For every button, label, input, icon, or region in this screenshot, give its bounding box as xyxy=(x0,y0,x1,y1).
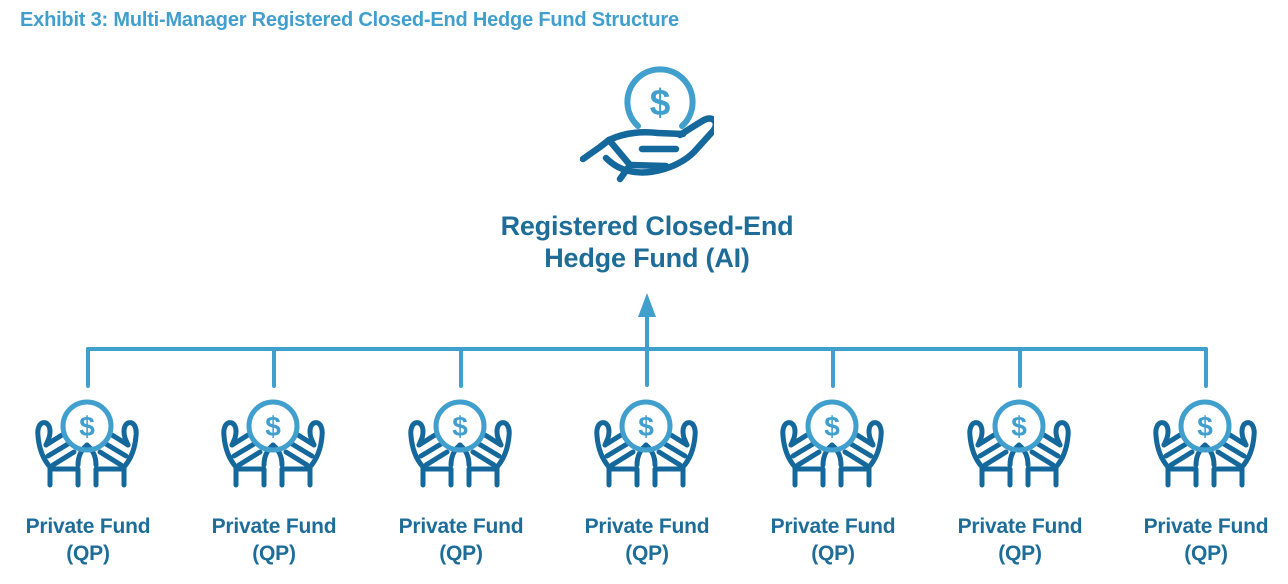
fund-qualifier-line: (QP) xyxy=(1184,542,1228,565)
hands-holding-coin-icon xyxy=(966,399,1074,489)
fund-node-7: Private Fund (QP) xyxy=(1126,399,1286,567)
fund-label: Private Fund (QP) xyxy=(567,513,727,567)
fund-name-line: Private Fund xyxy=(211,515,337,538)
fund-qualifier-line: (QP) xyxy=(439,542,483,565)
coin-in-hand-icon: $ xyxy=(580,66,714,183)
top-node-label-line2: Hedge Fund (AI) xyxy=(544,243,750,273)
hand-outline xyxy=(580,115,714,183)
fund-node-2: Private Fund (QP) xyxy=(194,399,354,567)
hands-holding-coin-icon xyxy=(407,399,515,489)
top-node-label-line1: Registered Closed-End xyxy=(500,211,794,241)
hands-holding-coin-icon xyxy=(1152,399,1260,489)
fund-name-line: Private Fund xyxy=(957,515,1083,538)
fund-qualifier-line: (QP) xyxy=(811,542,855,565)
fund-name-line: Private Fund xyxy=(25,515,151,538)
hands-holding-coin-icon xyxy=(593,399,701,489)
fund-qualifier-line: (QP) xyxy=(998,542,1042,565)
fund-node-4: Private Fund (QP) xyxy=(567,399,727,567)
fund-node-3: Private Fund (QP) xyxy=(381,399,541,567)
fund-label: Private Fund (QP) xyxy=(1126,513,1286,567)
fund-label: Private Fund (QP) xyxy=(753,513,913,567)
coin-circle xyxy=(624,66,696,129)
fund-node-1: Private Fund (QP) xyxy=(8,399,168,567)
fund-qualifier-line: (QP) xyxy=(66,542,110,565)
fund-label: Private Fund (QP) xyxy=(8,513,168,567)
exhibit-title: Exhibit 3: Multi-Manager Registered Clos… xyxy=(20,9,679,31)
hands-holding-coin-icon xyxy=(220,399,328,489)
fund-name-line: Private Fund xyxy=(1143,515,1269,538)
hands-holding-coin-icon xyxy=(34,399,142,489)
fund-node-6: Private Fund (QP) xyxy=(940,399,1100,567)
fund-name-line: Private Fund xyxy=(584,515,710,538)
fund-node-5: Private Fund (QP) xyxy=(753,399,913,567)
fund-qualifier-line: (QP) xyxy=(625,542,669,565)
top-node-registered-fund: $ Registered Closed-End Hedge Fund (AI) xyxy=(397,66,897,274)
fund-name-line: Private Fund xyxy=(398,515,524,538)
top-node-label: Registered Closed-End Hedge Fund (AI) xyxy=(501,210,794,274)
fund-label: Private Fund (QP) xyxy=(381,513,541,567)
dollar-sign: $ xyxy=(650,82,671,123)
fund-label: Private Fund (QP) xyxy=(940,513,1100,567)
hands-holding-coin-icon xyxy=(779,399,887,489)
arrow-head-icon xyxy=(638,293,656,317)
fund-name-line: Private Fund xyxy=(770,515,896,538)
fund-qualifier-line: (QP) xyxy=(252,542,296,565)
fund-label: Private Fund (QP) xyxy=(194,513,354,567)
